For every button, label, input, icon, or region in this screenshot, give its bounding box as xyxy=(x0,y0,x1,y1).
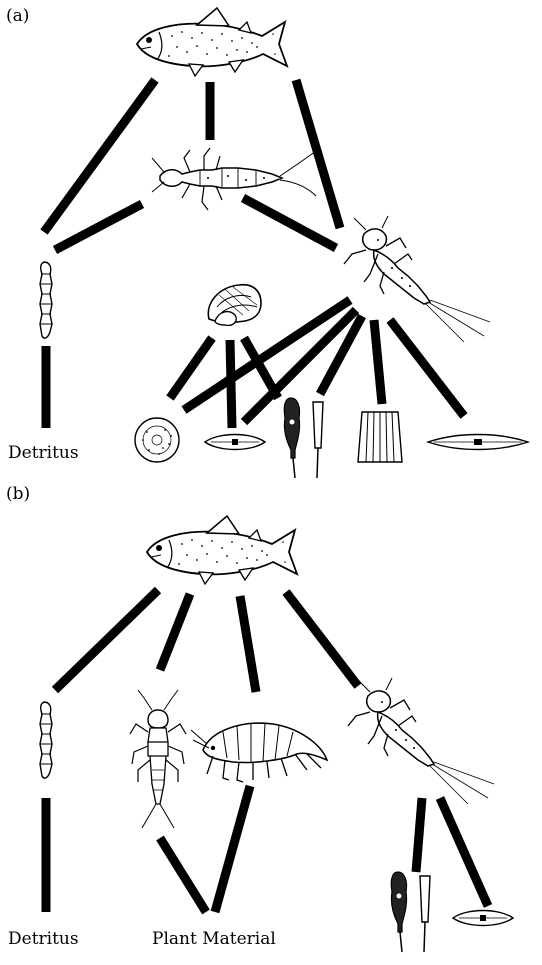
panel-a-trout-icon xyxy=(137,8,287,76)
panel-a-fan-diatom-icon xyxy=(358,412,402,462)
panel-a xyxy=(40,8,528,478)
panel-a-link xyxy=(55,204,142,250)
panel-b-trout-icon xyxy=(147,516,297,584)
panel-a-snail-icon xyxy=(208,285,261,326)
panel-b-stonefly-nymph-icon xyxy=(130,690,186,828)
panel-a-links xyxy=(44,80,464,428)
panel-b-link xyxy=(160,838,206,912)
panel-b-link xyxy=(286,592,358,686)
panel-a-link xyxy=(243,198,336,248)
panel-b-mayfly-nymph-icon xyxy=(348,678,494,804)
panel-b xyxy=(40,516,513,952)
panel-b-link xyxy=(160,594,190,670)
panel-a-long-diatom-icon xyxy=(428,435,528,450)
panel-a-stalked-diatom-icon xyxy=(284,398,323,478)
panel-b-spindle-diatom-icon xyxy=(453,911,513,926)
panel-b-stalked-diatom-icon xyxy=(391,872,430,952)
panel-b-link xyxy=(215,786,250,912)
panel-b-amphipod-icon xyxy=(191,723,327,782)
panel-a-link xyxy=(296,80,340,228)
panel-a-stonefly-nymph-icon xyxy=(152,148,320,210)
panel-a-round-diatom-icon xyxy=(135,418,179,462)
panel-b-link xyxy=(240,596,256,692)
panel-a-link xyxy=(374,320,382,404)
panel-a-spindle-diatom-icon xyxy=(205,435,265,450)
panel-b-link xyxy=(55,590,158,690)
panel-b-chironomid-larva-icon xyxy=(40,702,52,778)
panel-a-mayfly-nymph-icon xyxy=(344,216,490,342)
panel-a-chironomid-larva-icon xyxy=(40,262,52,338)
panel-a-link xyxy=(170,338,212,398)
panel-b-link xyxy=(440,798,488,906)
panel-a-link xyxy=(390,320,464,416)
panel-b-link xyxy=(416,798,422,872)
